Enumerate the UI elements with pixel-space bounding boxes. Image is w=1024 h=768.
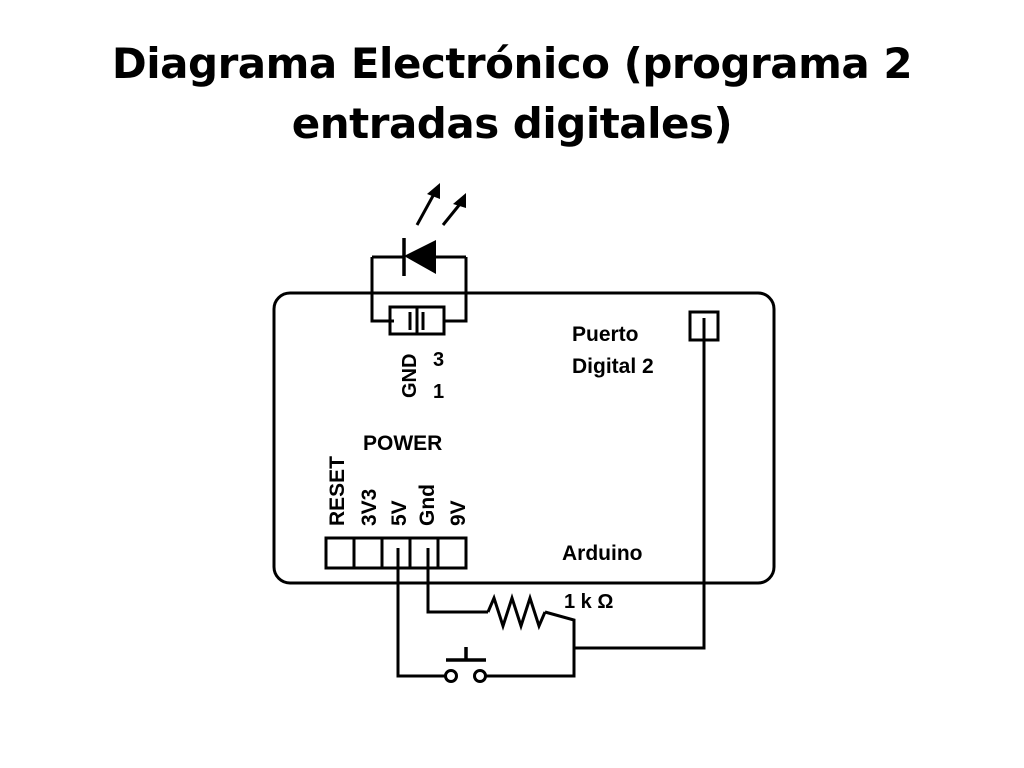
power-label: POWER xyxy=(363,432,442,455)
power-pin-gnd xyxy=(408,536,440,570)
power-pin-5v xyxy=(380,536,412,570)
header-label-3: 3 xyxy=(433,349,444,371)
led-wires xyxy=(370,255,468,323)
power-pin-reset xyxy=(324,536,356,570)
wire-gnd-to-resistor xyxy=(426,548,488,614)
switch-contact-right xyxy=(473,669,487,683)
power-pin-label-3v3: 3V3 xyxy=(358,489,381,526)
title-line-1: Diagrama Electrónico (programa 2 xyxy=(111,39,913,88)
resistor-symbol xyxy=(486,593,547,631)
header-pin-leads xyxy=(408,312,425,330)
power-pin-label-9v: 9V xyxy=(447,500,470,526)
title-line-2: entradas digitales) xyxy=(291,99,733,148)
led-light-arrows xyxy=(415,183,466,226)
port-label-line1: Puerto xyxy=(572,323,639,346)
header-pin-13 xyxy=(415,305,446,336)
wire-5v-to-switch xyxy=(396,548,446,678)
header-pin-gnd xyxy=(388,305,419,336)
board-label: Arduino xyxy=(562,542,642,565)
resistor-label: 1 k Ω xyxy=(564,591,613,613)
pushbutton-switch xyxy=(444,647,487,683)
power-pin-label-reset: RESET xyxy=(326,456,349,526)
switch-contact-left xyxy=(444,669,458,683)
power-pin-3v3 xyxy=(352,536,384,570)
header-label-1: 1 xyxy=(433,381,444,403)
power-pin-label-gnd: Gnd xyxy=(416,484,439,526)
power-pin-9v xyxy=(436,536,468,570)
arduino-board-outline xyxy=(272,291,776,585)
digital-header-pins xyxy=(388,305,446,336)
slide-title: Diagrama Electrónico (programa 2 entrada… xyxy=(0,34,1024,154)
power-pin-label-5v: 5V xyxy=(388,500,411,526)
power-header-pins xyxy=(324,536,468,570)
led-diode-symbol xyxy=(402,238,436,276)
wire-node-to-port2 xyxy=(574,334,706,650)
port-label-line2: Digital 2 xyxy=(572,355,654,378)
wire-resistor-to-node xyxy=(484,610,576,678)
header-label-gnd: GND xyxy=(399,354,421,398)
external-wires xyxy=(396,334,706,678)
